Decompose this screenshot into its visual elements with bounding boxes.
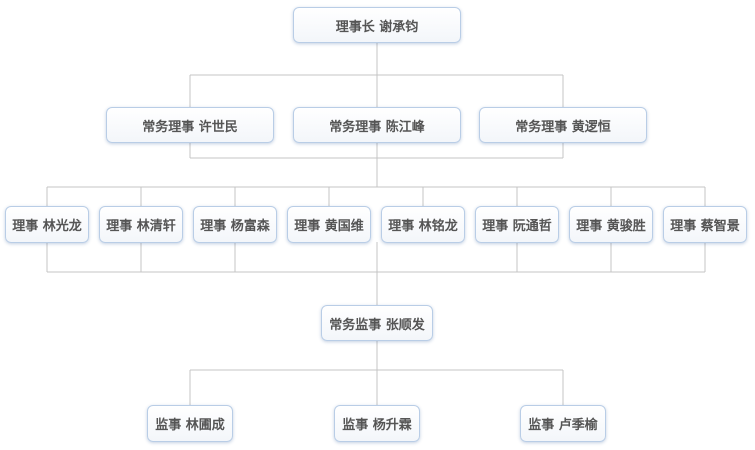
executive-director-node[interactable]: 常务理事 黄逻恒 [479, 107, 647, 143]
executive-supervisor-node[interactable]: 常务监事 张顺发 [321, 305, 433, 341]
director-node[interactable]: 理事 林光龙 [5, 206, 89, 243]
director-node[interactable]: 理事 林清轩 [99, 206, 183, 243]
executive-director-node[interactable]: 常务理事 陈江峰 [293, 107, 461, 143]
director-node[interactable]: 理事 黄国维 [287, 206, 371, 243]
director-node[interactable]: 理事 黄骏胜 [569, 206, 653, 243]
director-node[interactable]: 理事 杨富森 [193, 206, 277, 243]
supervisor-node[interactable]: 监事 杨升霖 [334, 405, 420, 442]
director-node[interactable]: 理事 林铭龙 [381, 206, 465, 243]
director-node[interactable]: 理事 阮通哲 [475, 206, 559, 243]
chairman-node[interactable]: 理事长 谢承钧 [293, 7, 461, 43]
executive-director-node[interactable]: 常务理事 许世民 [106, 107, 274, 143]
director-node[interactable]: 理事 蔡智景 [663, 206, 747, 243]
supervisor-node[interactable]: 监事 林圃成 [147, 405, 233, 442]
supervisor-node[interactable]: 监事 卢季榆 [520, 405, 606, 442]
